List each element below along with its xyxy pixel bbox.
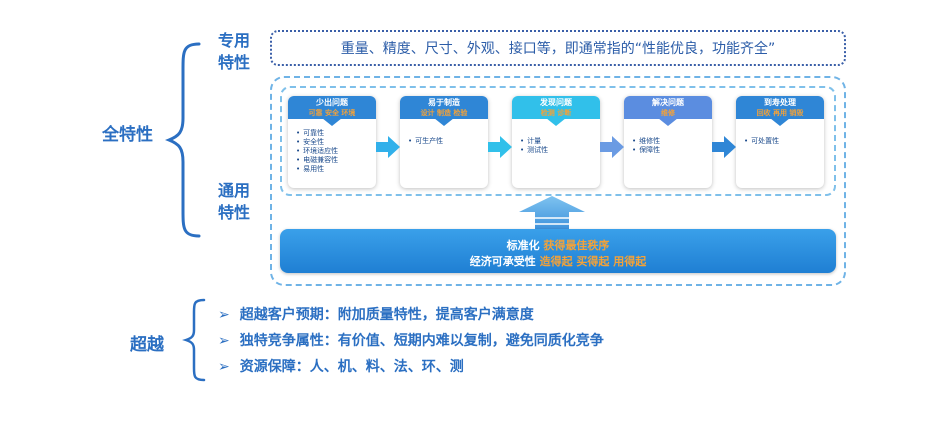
beyond-list: ➢超越客户预期：附加质量特性，提高客户满意度 ➢独特竞争属性：有价值、短期内难以… [218, 302, 604, 380]
card-notch [770, 118, 790, 126]
list-item: 保障性 [632, 146, 712, 155]
chevron-right-icon: ➢ [218, 307, 230, 323]
card-title: 发现问题 [540, 98, 572, 107]
card-tags: 设计 制造 检验 [420, 109, 468, 117]
list-item: 维修性 [632, 137, 712, 146]
brace-beyond [182, 298, 206, 382]
label-special-features: 专用 特性 [217, 31, 250, 72]
label-all-features: 全特性 [102, 125, 153, 145]
card-tags: 维修 [661, 109, 675, 117]
lifecycle-frame [280, 86, 836, 196]
foundation-line-affordability: 经济可承受性 造得起 买得起 用得起 [469, 255, 647, 268]
card-items: 计量 测试性 [520, 137, 600, 155]
card-head: 发现问题 检测 诊断 [512, 96, 600, 119]
arrow-right-icon [600, 136, 624, 158]
special-features-box: 重量、精度、尺寸、外观、接口等，即通常指的“性能优良，功能齐全” [270, 30, 846, 66]
list-item: 电磁兼容性 [296, 156, 376, 165]
card-tags: 回收 再用 销毁 [756, 109, 804, 117]
card-tags: 检测 诊断 [540, 109, 572, 117]
chevron-right-icon: ➢ [218, 359, 230, 375]
list-item: 安全性 [296, 138, 376, 147]
list-item: 可处置性 [744, 137, 824, 146]
list-item: 计量 [520, 137, 600, 146]
list-item: 环境适应性 [296, 147, 376, 156]
card-head: 解决问题 维修 [624, 96, 712, 119]
card-end-of-life: 到寿处理 回收 再用 销毁 可处置性 [736, 96, 824, 188]
list-item: 测试性 [520, 146, 600, 155]
card-easy-manufacture: 易于制造 设计 制造 检验 可生产性 [400, 96, 488, 188]
list-item: 可靠性 [296, 129, 376, 138]
card-title: 易于制造 [428, 98, 460, 107]
card-title: 到寿处理 [764, 98, 796, 107]
card-head: 到寿处理 回收 再用 销毁 [736, 96, 824, 119]
list-item: ➢独特竞争属性：有价值、短期内难以复制，避免同质化竞争 [218, 333, 604, 349]
card-title: 解决问题 [652, 98, 684, 107]
list-item: 易用性 [296, 165, 376, 174]
card-tags: 可靠 安全 环境 [308, 109, 356, 117]
card-notch [434, 118, 454, 126]
card-items: 可靠性 安全性 环境适应性 电磁兼容性 易用性 [296, 129, 376, 174]
chevron-right-icon: ➢ [218, 333, 230, 349]
list-item: ➢资源保障：人、机、料、法、环、测 [218, 359, 464, 375]
card-solve-problems: 解决问题 维修 维修性 保障性 [624, 96, 712, 188]
foundation-bar: 标准化 获得最佳秩序 经济可承受性 造得起 买得起 用得起 [280, 229, 836, 273]
card-items: 可生产性 [408, 137, 488, 146]
card-notch [322, 118, 342, 126]
arrow-right-icon [376, 136, 400, 158]
arrow-right-icon [488, 136, 512, 158]
card-items: 可处置性 [744, 137, 824, 146]
special-features-text: 重量、精度、尺寸、外观、接口等，即通常指的“性能优良，功能齐全” [340, 41, 776, 57]
list-item: 可生产性 [408, 137, 488, 146]
label-general-features: 通用 特性 [217, 181, 250, 222]
card-head: 易于制造 设计 制造 检验 [400, 96, 488, 119]
general-features-outer-frame [270, 76, 846, 286]
card-notch [658, 118, 678, 126]
foundation-line-standardization: 标准化 获得最佳秩序 [506, 239, 610, 252]
card-fewer-problems: 少出问题 可靠 安全 环境 可靠性 安全性 环境适应性 电磁兼容性 易用性 [288, 96, 376, 188]
card-find-problems: 发现问题 检测 诊断 计量 测试性 [512, 96, 600, 188]
brace-all-features [165, 42, 201, 238]
card-notch [546, 118, 566, 126]
arrow-right-icon [712, 136, 736, 158]
card-head: 少出问题 可靠 安全 环境 [288, 96, 376, 119]
card-items: 维修性 保障性 [632, 137, 712, 155]
label-beyond: 超越 [130, 335, 164, 355]
arrow-up-icon [519, 196, 585, 238]
card-title: 少出问题 [316, 98, 348, 107]
list-item: ➢超越客户预期：附加质量特性，提高客户满意度 [218, 307, 534, 323]
